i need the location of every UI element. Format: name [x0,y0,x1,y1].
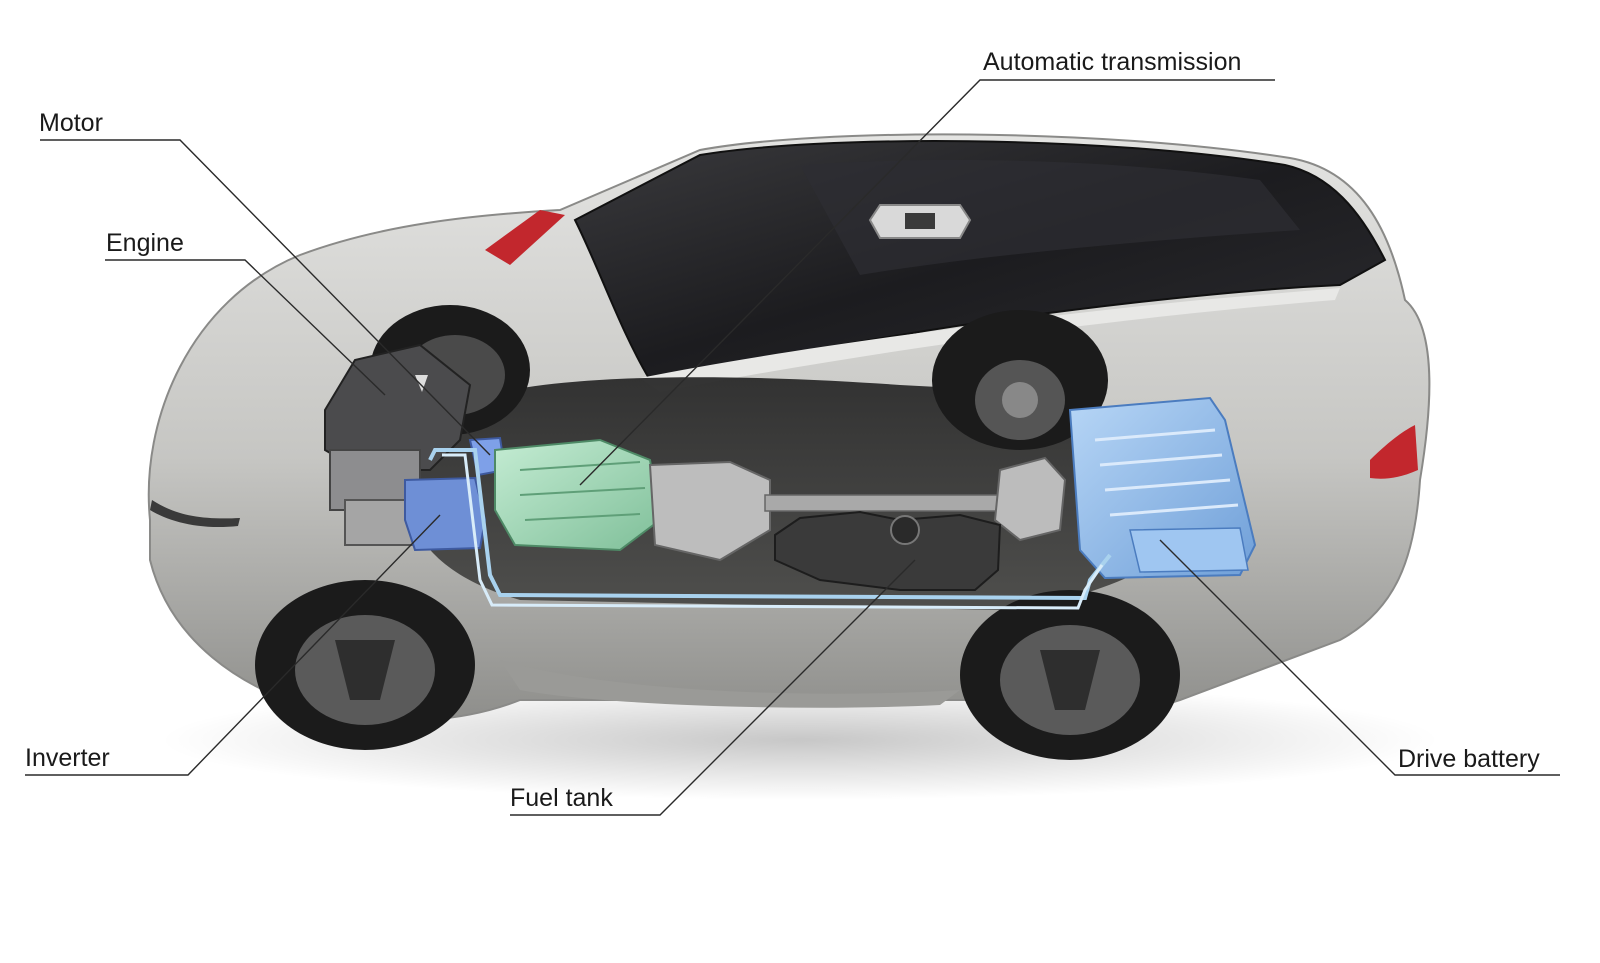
leader-lines [25,79,1560,816]
headlight-icon [150,500,240,528]
label-drive-battery: Drive battery [1398,745,1540,773]
drive-battery-unit [1068,396,1257,580]
wheel-front-bottom [255,580,475,750]
leader-line-drive-battery [1159,539,1560,776]
wheel-rear-bottom [960,590,1180,760]
label-automatic-transmission: Automatic transmission [983,48,1241,76]
leader-line-engine [105,259,386,396]
automatic-transmission-unit [494,438,662,552]
inverter-unit [404,476,487,552]
wheel-rear-top [932,310,1108,450]
drive-shaft [764,494,1006,512]
leader-line-automatic-transmission [579,79,1275,486]
label-engine: Engine [106,229,184,257]
rear-differential [993,456,1067,542]
fuel-tank-unit [774,510,1002,591]
leader-line-motor [40,139,491,456]
tail-light-icon [1370,425,1418,479]
label-motor: Motor [39,109,103,137]
leader-line-inverter [25,514,441,776]
label-inverter: Inverter [25,744,110,772]
roof-glass [573,140,1387,392]
front-accent-icon [485,210,565,265]
leader-line-fuel-tank [510,559,916,816]
engine-logo-icon [415,375,428,392]
transfer-case [648,460,771,562]
label-fuel-tank: Fuel tank [510,784,613,812]
